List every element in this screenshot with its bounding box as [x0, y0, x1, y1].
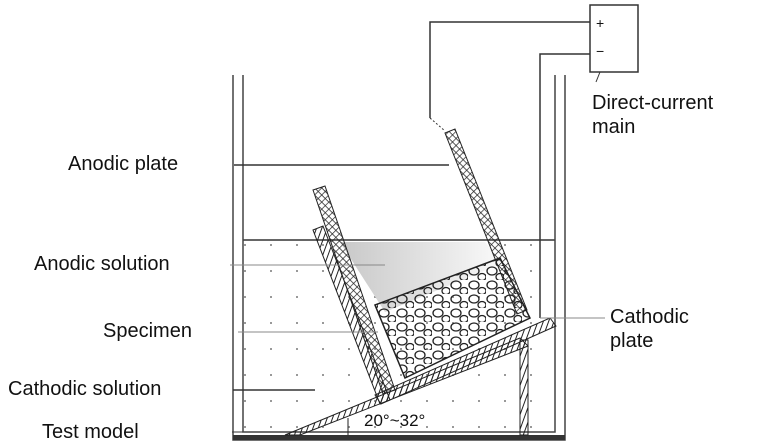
anodic-solution-area [340, 242, 503, 312]
plus-terminal: + [596, 15, 605, 31]
cathode-wire [539, 53, 590, 318]
anodic-plate-label: Anodic plate [68, 153, 179, 175]
angle-label: 20°~32° [364, 411, 426, 430]
cathodic-plate-label-1: Cathodic [610, 306, 689, 328]
cathodic-plate-label-2: plate [610, 330, 654, 352]
dc-power-box [589, 4, 639, 73]
dc-main-label-1: Direct-current [592, 92, 714, 114]
specimen [374, 257, 532, 380]
anodic-solution-label: Anodic solution [34, 253, 170, 275]
support-post [519, 339, 529, 436]
minus-terminal: − [596, 43, 605, 59]
dc-main-label-2: main [592, 116, 636, 138]
anode-wire [429, 21, 590, 118]
cathodic-solution-label: Cathodic solution [8, 378, 162, 400]
specimen-label: Specimen [103, 320, 192, 342]
test-model-label: Test model [42, 421, 139, 443]
test-model-base [233, 435, 565, 440]
anodic-plate [444, 128, 528, 315]
